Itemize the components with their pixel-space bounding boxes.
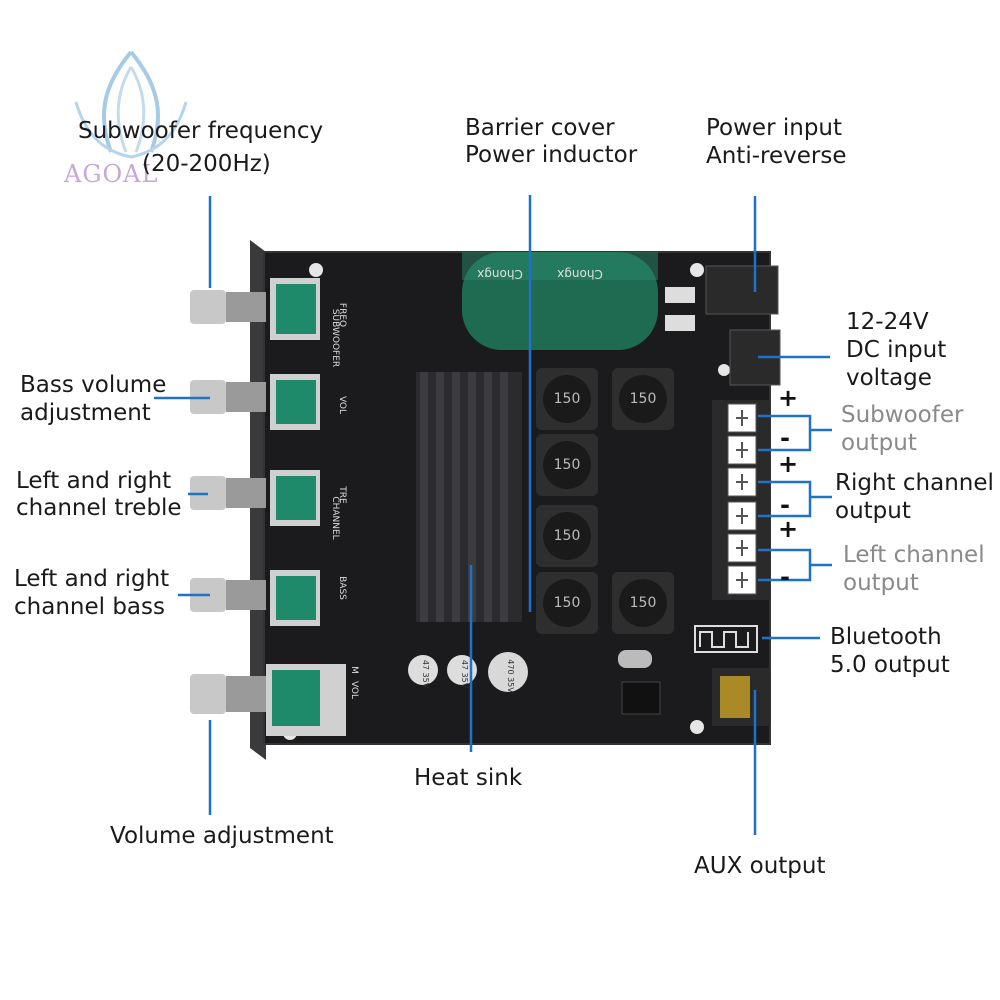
label-heat-sink: Heat sink bbox=[414, 765, 523, 791]
label-subwoofer-output-2: output bbox=[841, 430, 917, 456]
inductor-value-label: 150 bbox=[554, 457, 581, 473]
potentiometers bbox=[266, 278, 346, 736]
ic-chip bbox=[621, 681, 661, 715]
polarity-plus: + bbox=[778, 450, 799, 478]
polarity-plus: + bbox=[778, 515, 799, 543]
label-right-output: Right channel bbox=[835, 470, 994, 496]
label-power-input-2: Anti-reverse bbox=[706, 143, 847, 169]
label-treble-2: channel treble bbox=[16, 495, 182, 521]
label-barrier-2: Power inductor bbox=[465, 142, 638, 168]
small-capacitor-label: 47 35V bbox=[421, 660, 430, 689]
pot-silkscreen-label: VOL bbox=[349, 681, 359, 699]
mount-hole bbox=[309, 263, 323, 277]
label-left-output-2: output bbox=[843, 570, 919, 596]
polarity-minus: - bbox=[780, 424, 790, 452]
small-capacitor-label: 470 35V bbox=[506, 659, 515, 693]
inductor-value-label: 150 bbox=[554, 595, 581, 611]
label-bluetooth-2: 5.0 output bbox=[830, 652, 950, 678]
bluetooth-antenna bbox=[694, 625, 758, 653]
inductor-value-label: 150 bbox=[630, 391, 657, 407]
knob-shafts bbox=[190, 290, 266, 714]
inductor-value-label: 150 bbox=[554, 528, 581, 544]
inductors bbox=[536, 368, 674, 634]
label-bass: Left and right bbox=[14, 566, 170, 592]
filter-capacitor bbox=[462, 252, 658, 350]
heat-sink bbox=[416, 372, 522, 622]
small-capacitors bbox=[408, 652, 528, 692]
polarity-minus: - bbox=[780, 563, 790, 591]
label-power-input: Power input bbox=[706, 115, 843, 141]
watermark-logo-icon bbox=[74, 50, 188, 159]
label-bass-2: channel bass bbox=[14, 594, 165, 620]
pot-silkscreen-label: FREQ bbox=[337, 303, 347, 327]
label-treble: Left and right bbox=[16, 468, 172, 494]
label-right-output-2: output bbox=[835, 498, 911, 524]
dc-jack bbox=[705, 265, 779, 315]
pot-silkscreen-label: M bbox=[349, 666, 359, 674]
label-dc-input-3: voltage bbox=[846, 365, 932, 391]
inductor-value-label: 150 bbox=[630, 595, 657, 611]
crystal bbox=[618, 650, 652, 668]
inductor-value-label: 150 bbox=[554, 391, 581, 407]
label-barrier: Barrier cover bbox=[465, 115, 615, 141]
mount-hole bbox=[690, 263, 704, 277]
label-bluetooth: Bluetooth bbox=[830, 624, 942, 650]
label-dc-input-2: DC input bbox=[846, 337, 947, 363]
label-bass-volume-2: adjustment bbox=[20, 400, 151, 426]
label-aux: AUX output bbox=[694, 853, 826, 879]
leader-lines bbox=[154, 195, 832, 835]
pot-silkscreen-label: CHANNEL bbox=[330, 496, 340, 539]
label-volume: Volume adjustment bbox=[110, 823, 334, 849]
capacitor-brand-label: Chongx bbox=[557, 267, 603, 281]
pot-silkscreen-label: VOL bbox=[337, 396, 347, 414]
speaker-terminal-block bbox=[712, 400, 770, 600]
polarity-minus: - bbox=[780, 491, 790, 519]
label-dc-input: 12-24V bbox=[846, 309, 929, 335]
polarity-plus: + bbox=[778, 384, 799, 412]
pot-silkscreen-label: BASS bbox=[337, 576, 347, 600]
pot-silkscreen-label: SUBWOOFER bbox=[330, 309, 340, 367]
label-subwoofer-frequency-range: (20-200Hz) bbox=[142, 151, 271, 177]
watermark-text: AGOAL bbox=[64, 160, 159, 188]
small-capacitor-label: 47 35V bbox=[460, 660, 469, 689]
label-subwoofer-frequency: Subwoofer frequency bbox=[78, 118, 324, 144]
capacitor-brand-label: Chongx bbox=[477, 267, 523, 281]
label-bass-volume: Bass volume bbox=[20, 372, 167, 398]
label-subwoofer-output: Subwoofer bbox=[841, 402, 964, 428]
label-left-output: Left channel bbox=[843, 542, 985, 568]
mount-hole bbox=[690, 720, 704, 734]
pot-silkscreen-label: TRE bbox=[337, 485, 347, 504]
